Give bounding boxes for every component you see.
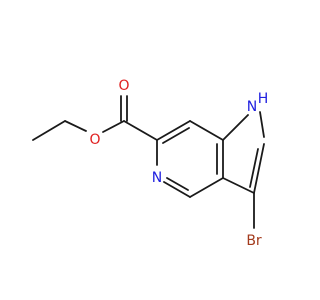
bond-c2-c3 xyxy=(253,143,265,194)
bond-c4-n5 xyxy=(163,181,191,198)
bond-ch3-ch2 xyxy=(32,120,66,141)
molecule-diagram: O O N H N Br xyxy=(32,78,268,249)
atom-label-bromine: Br xyxy=(246,233,262,249)
atom-label-pyrrole-hydrogen: H xyxy=(258,91,269,107)
bond-c7a-n1 xyxy=(222,114,249,141)
atom-label-pyridine-nitrogen: N xyxy=(152,170,162,186)
bond-c6-c7 xyxy=(156,120,191,141)
atom-label-carbonyl-oxygen: O xyxy=(118,78,129,94)
bonds xyxy=(32,95,265,229)
bond-n1-c2 xyxy=(259,111,265,138)
atom-label-ester-oxygen: O xyxy=(89,132,100,148)
atom-labels: O O N H N Br xyxy=(89,78,268,249)
bond-c2-c3-inner xyxy=(249,148,259,188)
atom-label-pyrrole-nitrogen: N xyxy=(247,99,257,115)
bond-c3a-c4 xyxy=(189,177,224,198)
bond-c4-n5-inner xyxy=(166,177,189,191)
bond-c3-c3a xyxy=(222,177,255,194)
bond-c6-c7-inner xyxy=(162,127,190,144)
bond-o-ester-carbonyl-c xyxy=(102,120,125,133)
bond-carbonyl-c-ring xyxy=(123,120,158,141)
bond-ch2-o-ester xyxy=(64,120,87,132)
bond-c7-c7a xyxy=(189,120,224,141)
